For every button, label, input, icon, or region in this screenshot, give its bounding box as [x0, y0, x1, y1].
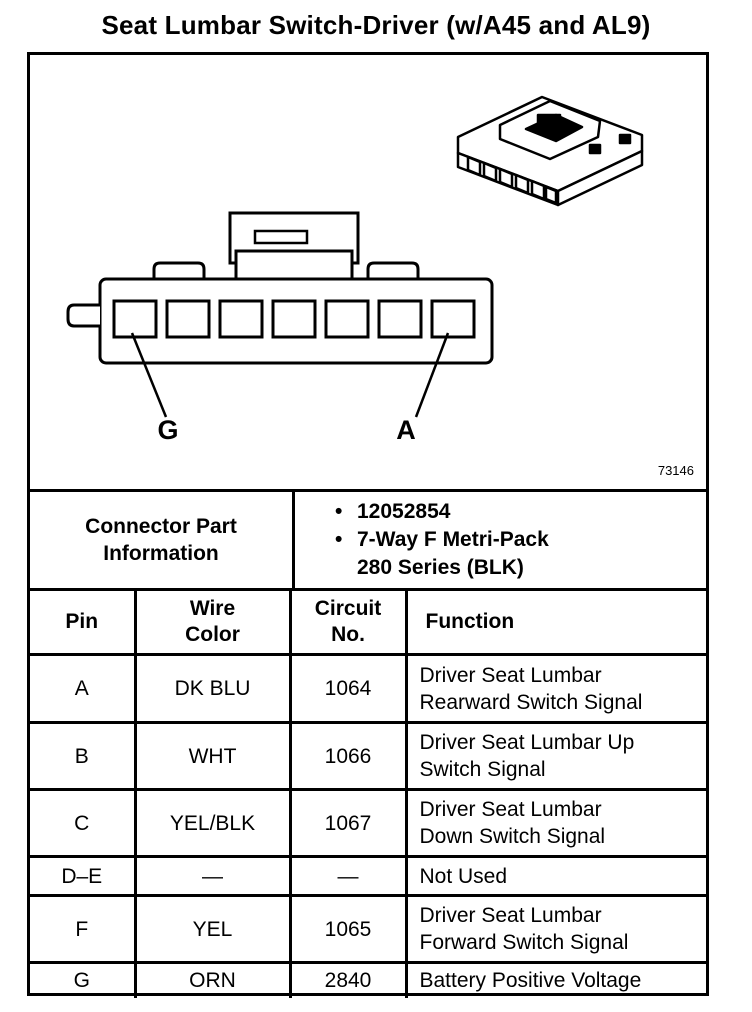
table-row: B WHT 1066 Driver Seat Lumbar Up Switch … [30, 721, 706, 791]
cell-pin: F [30, 894, 137, 964]
table-row: C YEL/BLK 1067 Driver Seat Lumbar Down S… [30, 788, 706, 858]
cell-circuit: 1065 [288, 894, 408, 964]
cell-circuit: 1067 [288, 788, 408, 858]
connector-description-line2: 280 Series (BLK) [357, 556, 524, 579]
cell-pin: D–E [30, 855, 137, 897]
connector-part-info: Connector Part Information • 12052854 • … [30, 489, 706, 591]
cell-wire-color: YEL/BLK [133, 788, 292, 858]
connector-sheet: G A 73146 Connector Part Information • 1… [27, 52, 709, 998]
leader-line-a [414, 332, 450, 418]
cell-wire-color: YEL [133, 894, 292, 964]
leader-line-g [130, 332, 168, 418]
table-header-row: Pin Wire Color Circuit No. Function [30, 591, 706, 656]
table-row: A DK BLU 1064 Driver Seat Lumbar Rearwar… [30, 653, 706, 724]
connector-info-label-line1: Connector Part [85, 515, 237, 538]
cell-wire-color: ORN [133, 961, 292, 998]
connector-face [66, 211, 494, 365]
cell-circuit: 1066 [288, 721, 408, 791]
cell-circuit: — [288, 855, 408, 897]
cell-pin: G [30, 961, 137, 998]
figure-number: 73146 [657, 463, 694, 478]
cell-function: Driver Seat Lumbar Rearward Switch Signa… [404, 653, 706, 724]
table-row: G ORN 2840 Battery Positive Voltage [30, 961, 706, 998]
pin-label-g: G [157, 415, 178, 445]
cell-function: Driver Seat Lumbar Down Switch Signal [404, 788, 706, 858]
bullet: • [335, 528, 343, 551]
header-circuit-no: Circuit No. [288, 591, 408, 656]
cell-wire-color: DK BLU [133, 653, 292, 724]
part-number: 12052854 [357, 500, 451, 523]
connector-face-drawing: G A [66, 95, 644, 445]
connector-3d-icon [456, 95, 644, 207]
cell-pin: B [30, 721, 137, 791]
table-row: F YEL 1065 Driver Seat Lumbar Forward Sw… [30, 894, 706, 964]
cell-circuit: 1064 [288, 653, 408, 724]
cell-circuit: 2840 [288, 961, 408, 998]
bullet: • [335, 500, 343, 523]
cell-pin: C [30, 788, 137, 858]
cell-function: Driver Seat Lumbar Up Switch Signal [404, 721, 706, 791]
cell-function: Driver Seat Lumbar Forward Switch Signal [404, 894, 706, 964]
cell-function: Battery Positive Voltage [404, 961, 706, 998]
cell-pin: A [30, 653, 137, 724]
page-title: Seat Lumbar Switch-Driver (w/A45 and AL9… [101, 10, 651, 40]
table-row: D–E — — Not Used [30, 855, 706, 897]
header-pin: Pin [30, 591, 137, 656]
cell-wire-color: — [133, 855, 292, 897]
connector-diagram: G A 73146 [30, 55, 706, 489]
cell-function: Not Used [404, 855, 706, 897]
header-function: Function [404, 591, 706, 656]
header-wire-color: Wire Color [133, 591, 292, 656]
connector-info-label-line2: Information [103, 542, 219, 565]
connector-info-label: Connector Part Information [30, 492, 295, 588]
connector-description-line1: 7-Way F Metri-Pack [357, 528, 549, 551]
pin-label-a: A [396, 415, 416, 445]
connector-info-values: • 12052854 • 7-Way F Metri-Pack 280 Seri… [335, 498, 549, 582]
pinout-table: Pin Wire Color Circuit No. Function A DK… [30, 591, 706, 998]
cell-wire-color: WHT [133, 721, 292, 791]
